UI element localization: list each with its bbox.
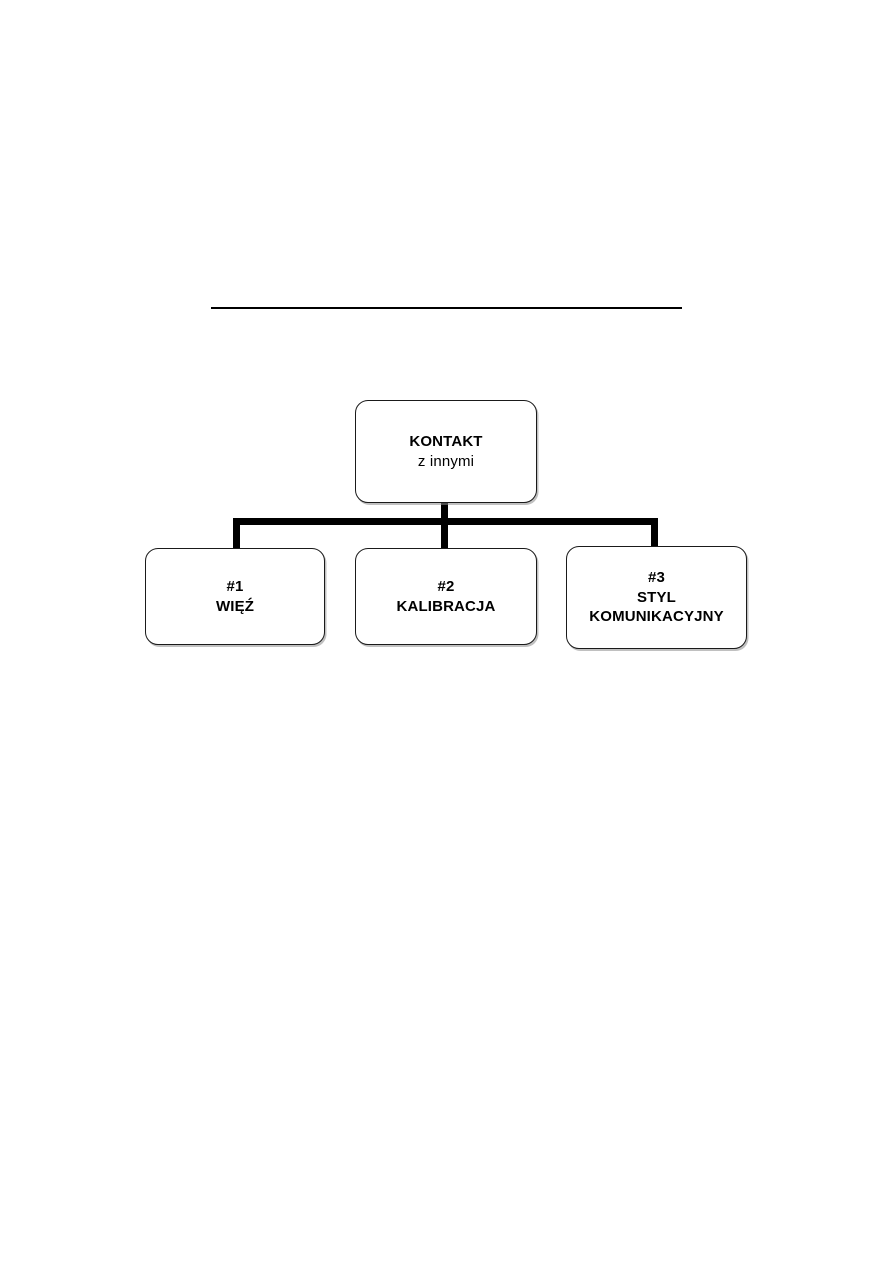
node-child-1-wiez[interactable]: #1 WIĘŹ — [145, 548, 325, 645]
node-child-2-label: KALIBRACJA — [396, 597, 496, 615]
node-child-3-label-line-2: KOMUNIKACYJNY — [589, 608, 724, 626]
horizontal-rule-divider — [211, 307, 682, 309]
node-root-kontakt[interactable]: KONTAKT z innymi — [355, 400, 537, 503]
node-child-3-styl-komunikacyjny[interactable]: #3 STYL KOMUNIKACYJNY — [566, 546, 747, 649]
node-child-1-label: WIĘŹ — [215, 597, 255, 615]
node-child-3-label-line-1: STYL — [637, 588, 676, 606]
node-child-2-index: #2 — [437, 578, 455, 595]
connector-drop-child-1 — [233, 518, 240, 550]
node-child-1-index: #1 — [226, 578, 244, 595]
node-child-2-kalibracja[interactable]: #2 KALIBRACJA — [355, 548, 537, 645]
node-root-title: KONTAKT — [409, 433, 483, 450]
node-root-subtitle: z innymi — [417, 452, 475, 470]
connector-drop-child-3 — [651, 518, 658, 550]
connector-stem — [441, 500, 448, 524]
connector-drop-child-2 — [441, 518, 448, 550]
node-child-3-index: #3 — [648, 569, 665, 587]
